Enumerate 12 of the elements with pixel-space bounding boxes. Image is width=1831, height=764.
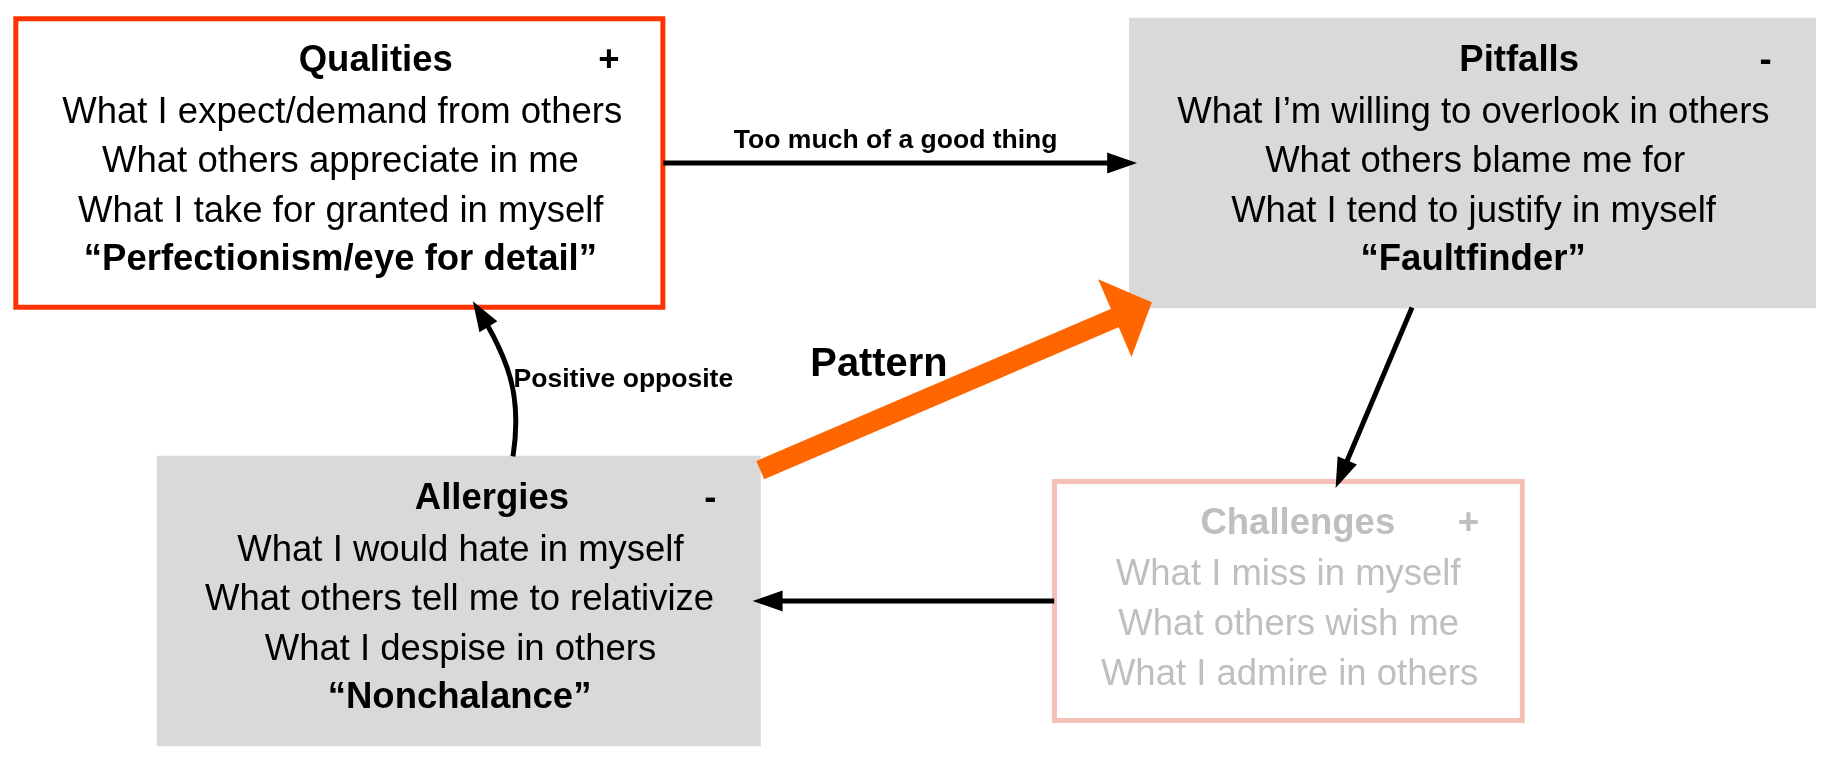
- node-box: Allergies - What I would hate in myself What others tell me to relativize What I despise in others “Nonchalance”: [156, 455, 761, 747]
- arrow: [752, 590, 1055, 612]
- edge-label: Pattern: [810, 339, 948, 384]
- node-box: Challenges + What I miss in myself What others wish me What I admire in others: [1051, 479, 1525, 723]
- arrow: [1335, 306, 1415, 488]
- arrow: [663, 152, 1138, 174]
- edge-label: Positive opposite: [513, 362, 734, 393]
- arrow: [472, 301, 519, 457]
- node-box: Qualities + What I expect/demand from others What others appreciate in me What I take for granted in myself “Perfectionism/eye for detail”: [13, 16, 666, 310]
- edge-label: Too much of a good thing: [733, 123, 1058, 154]
- node-box: Pitfalls - What I’m willing to overlook in others What others blame me for What I tend to justify in myself “Faultfinder”: [1129, 17, 1817, 309]
- arrow: [756, 279, 1152, 480]
